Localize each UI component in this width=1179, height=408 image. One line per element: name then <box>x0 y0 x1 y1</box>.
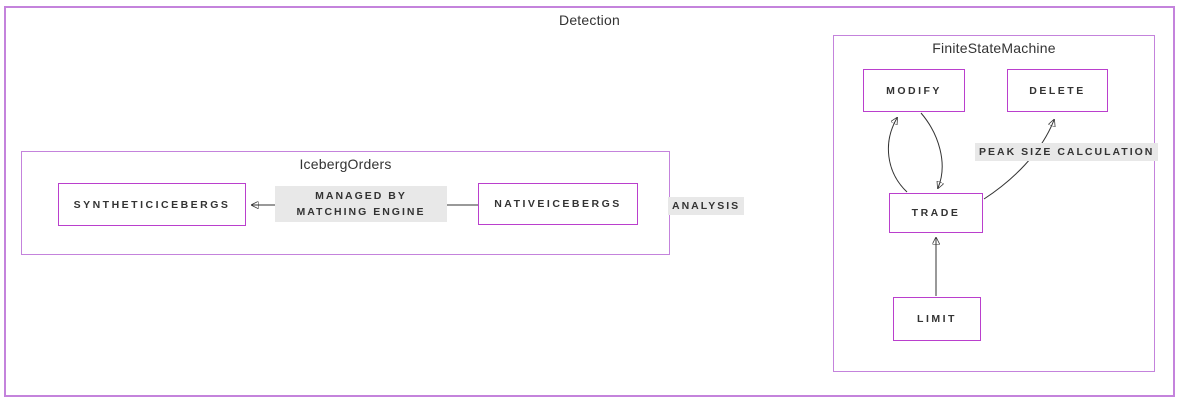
cluster-finite-state-machine-title: FiniteStateMachine <box>932 40 1056 56</box>
node-limit: LIMIT <box>893 297 981 341</box>
node-limit-label: LIMIT <box>917 313 957 325</box>
node-delete-label: DELETE <box>1029 84 1086 97</box>
node-native-icebergs: NATIVEICEBERGS <box>478 183 638 225</box>
node-trade-label: TRADE <box>911 207 961 219</box>
cluster-finite-state-machine: FiniteStateMachine <box>833 35 1155 372</box>
node-modify: MODIFY <box>863 69 965 112</box>
cluster-iceberg-orders-title: IcebergOrders <box>299 156 392 172</box>
edge-label-analysis: ANALYSIS <box>668 197 745 215</box>
node-delete: DELETE <box>1007 69 1108 112</box>
node-synthetic-icebergs: SYNTHETICICEBERGS <box>58 183 246 226</box>
edge-label-managed-by-matching-engine: MANAGED BY MATCHING ENGINE <box>275 186 447 222</box>
node-synthetic-icebergs-label: SYNTHETICICEBERGS <box>73 198 231 211</box>
cluster-detection: Detection <box>4 6 1175 397</box>
cluster-detection-title: Detection <box>559 12 620 28</box>
node-trade: TRADE <box>889 193 983 233</box>
node-native-icebergs-label: NATIVEICEBERGS <box>494 198 622 210</box>
edge-label-peak-size-calculation: PEAK SIZE CALCULATION <box>975 143 1159 161</box>
node-modify-label: MODIFY <box>886 84 942 97</box>
